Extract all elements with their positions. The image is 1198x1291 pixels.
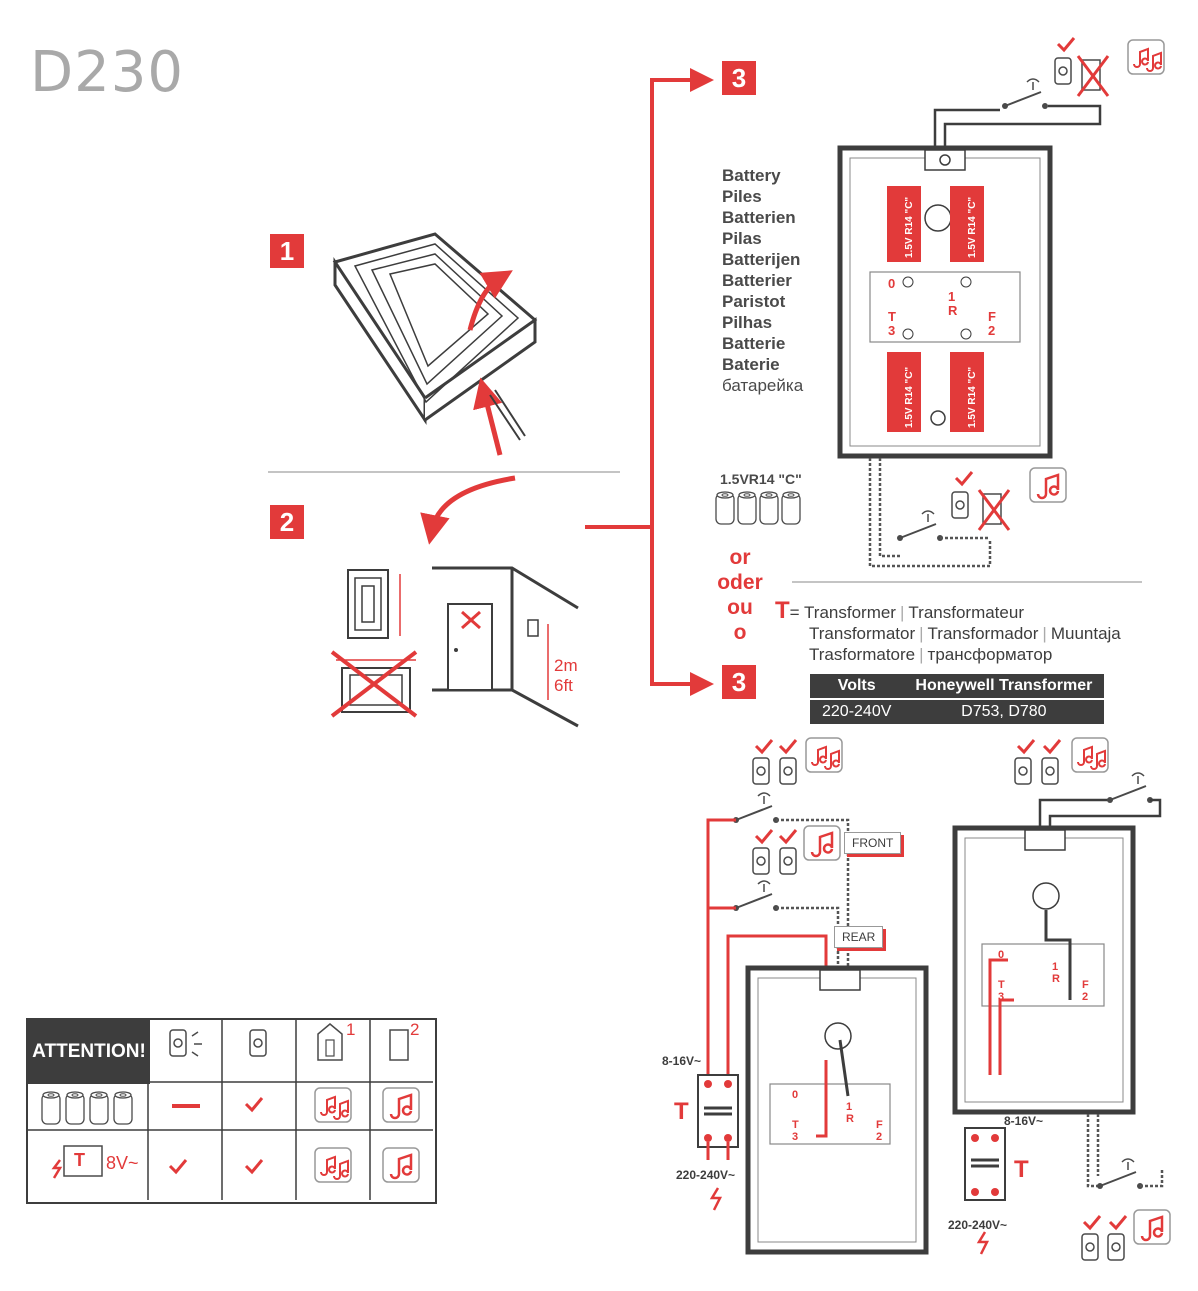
- battery-type-label: 1.5VR14 "C": [720, 471, 802, 487]
- transformer-table: Volts Honeywell Transformer 220-240V D75…: [810, 674, 1105, 724]
- svg-text:0: 0: [888, 276, 895, 291]
- or-translations: or oder ou o: [717, 546, 763, 644]
- svg-text:3: 3: [888, 323, 895, 338]
- svg-text:1: 1: [948, 289, 955, 304]
- battery-chime-wiring: [837, 36, 1165, 568]
- attention-table-grid: [28, 1020, 433, 1200]
- svg-text:2: 2: [1082, 991, 1088, 1003]
- col-transformer: Honeywell Transformer: [903, 674, 1105, 699]
- svg-text:F: F: [876, 1119, 883, 1131]
- svg-text:3: 3: [792, 1131, 798, 1143]
- attention-table: ATTENTION!: [26, 1018, 437, 1204]
- step-1-badge: 1: [270, 234, 304, 268]
- svg-text:0: 0: [792, 1089, 798, 1101]
- svg-text:R: R: [846, 1113, 854, 1125]
- mounting-orientation: [330, 566, 579, 728]
- transformer-chime-front-rear: [697, 737, 929, 1255]
- step-2-badge: 2: [270, 505, 304, 539]
- step-3-badge-transformer: 3: [722, 665, 756, 699]
- low-voltage-right: 8-16V~: [1004, 1114, 1044, 1128]
- attention-voltage: 8V~: [106, 1153, 139, 1173]
- attention-header: ATTENTION!: [28, 1020, 150, 1084]
- battery-translations: Battery Piles Batterien Pilas Batterijen…: [722, 166, 804, 395]
- svg-text:R: R: [1052, 973, 1060, 985]
- svg-text:R: R: [948, 303, 958, 318]
- svg-text:T: T: [792, 1119, 799, 1131]
- attention-col-1: 1: [346, 1020, 356, 1039]
- chime-cover-illustration: [332, 232, 538, 456]
- svg-text:1.5V R14 "C": 1.5V R14 "C": [967, 197, 978, 258]
- table-row: 220-240V D753, D780: [810, 698, 1105, 724]
- svg-text:F: F: [988, 309, 996, 324]
- battery-cell-labels: 1.5V R14 "C" 1.5V R14 "C" 1.5V R14 "C" 1…: [904, 197, 978, 428]
- svg-text:1: 1: [846, 1101, 852, 1113]
- step-3-badge-battery: 3: [722, 61, 756, 95]
- low-voltage-left: 8-16V~: [662, 1054, 702, 1068]
- terminal-labels-br: 0 T 3 1 R F 2: [998, 949, 1089, 1003]
- mains-right: 220-240V~: [948, 1218, 1008, 1232]
- transformer-chime-single: [952, 737, 1172, 1261]
- transformer-symbol-right: T: [1014, 1156, 1029, 1183]
- svg-text:1.5V R14 "C": 1.5V R14 "C": [967, 367, 978, 428]
- mount-height: 2m 6ft: [554, 656, 578, 695]
- svg-text:T: T: [888, 309, 896, 324]
- transformer-symbol-left: T: [674, 1098, 689, 1125]
- rear-label: REAR: [834, 926, 884, 948]
- svg-text:2: 2: [988, 323, 995, 338]
- svg-text:0: 0: [998, 949, 1004, 961]
- terminal-labels-bl: 0 T 3 1 R F 2: [792, 1089, 883, 1143]
- page-title: D230: [30, 40, 185, 105]
- terminal-labels-top: 0 T 3 1 R F 2: [888, 276, 996, 338]
- svg-text:2: 2: [876, 1131, 882, 1143]
- battery-cells-icon: [715, 491, 801, 525]
- svg-text:1.5V R14 "C": 1.5V R14 "C": [904, 367, 915, 428]
- svg-text:3: 3: [998, 991, 1004, 1003]
- front-label: FRONT: [844, 832, 902, 854]
- svg-text:1.5V R14 "C": 1.5V R14 "C": [904, 197, 915, 258]
- col-volts: Volts: [810, 674, 904, 699]
- svg-text:1: 1: [1052, 961, 1058, 973]
- attention-t-symbol: T: [74, 1150, 85, 1170]
- transformer-legend: T= Transformer|Transformateur Transforma…: [775, 597, 1121, 665]
- mains-left: 220-240V~: [676, 1168, 736, 1182]
- svg-text:T: T: [998, 979, 1005, 991]
- svg-text:F: F: [1082, 979, 1089, 991]
- attention-col-2: 2: [410, 1020, 420, 1039]
